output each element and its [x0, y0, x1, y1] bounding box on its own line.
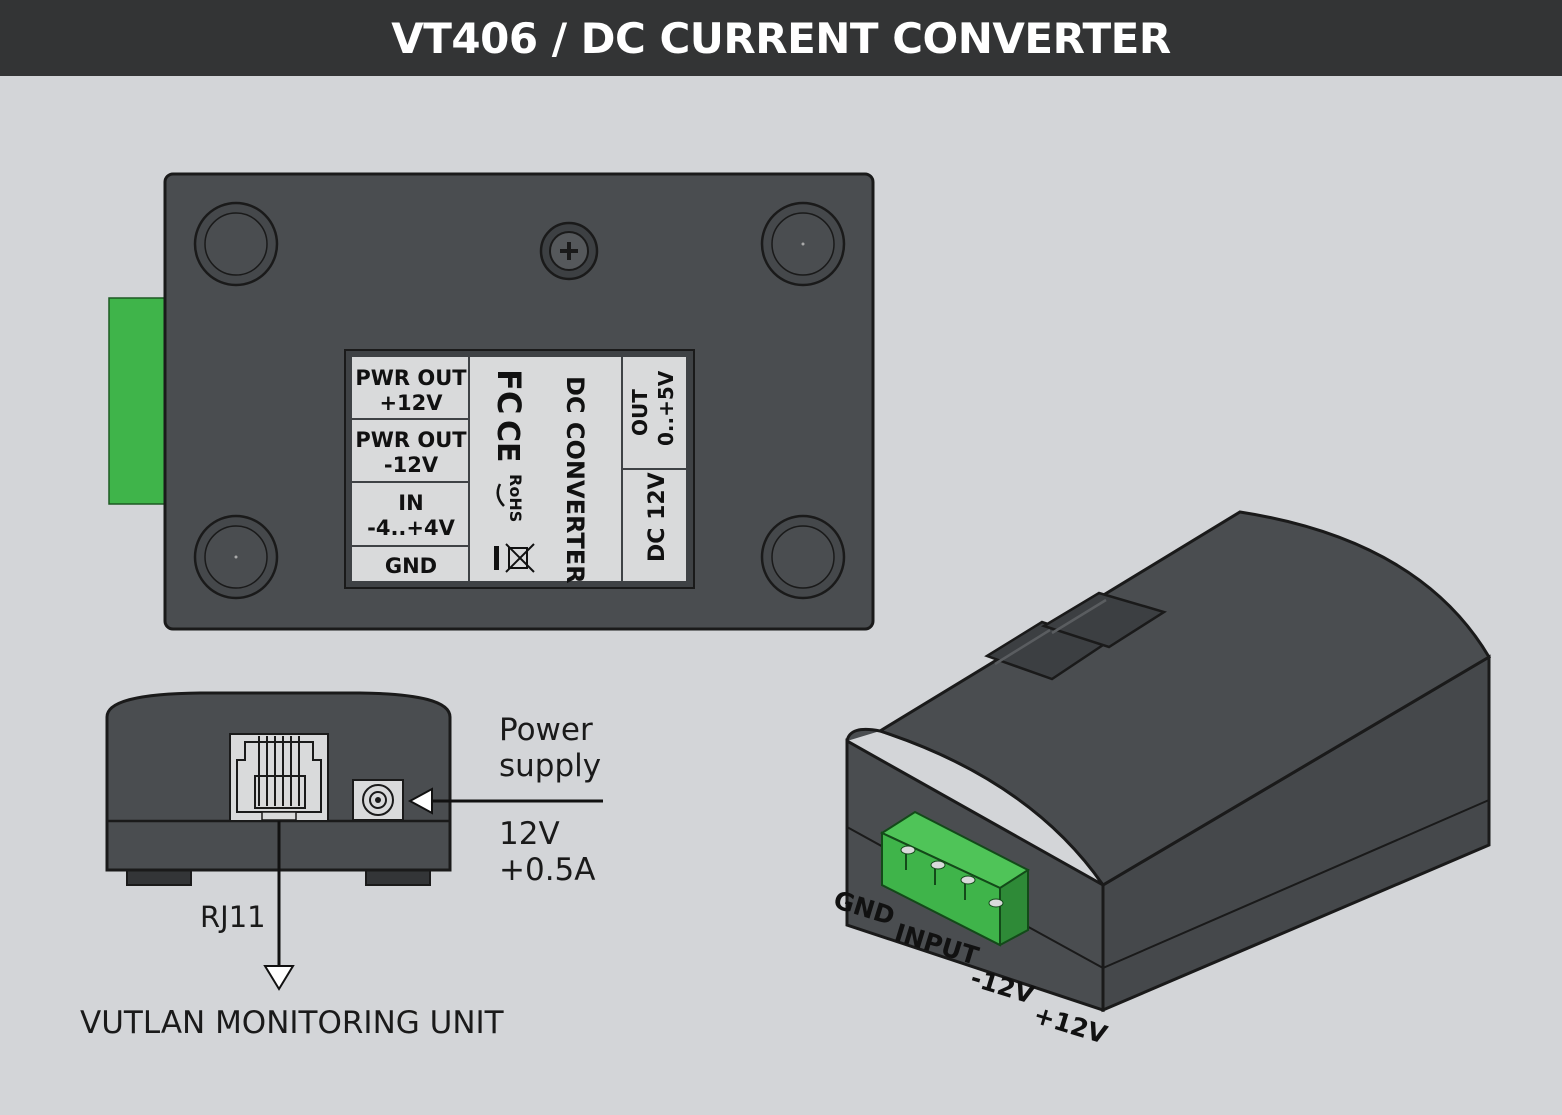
- weee-bin-icon: [494, 543, 535, 573]
- rohs-mark: RoHS: [506, 474, 525, 522]
- terminal-block-top-view: [108, 297, 168, 505]
- panel-row4-line1: GND: [385, 554, 437, 578]
- rubber-foot-bottom-right: [760, 514, 846, 600]
- fcc-mark-icon: FC: [490, 369, 528, 414]
- panel-row1-line2: +12V: [379, 391, 443, 415]
- label-panel: PWR OUT +12V PWR OUT -12V IN -4..+4V GND…: [344, 349, 695, 589]
- power-arrow-icon: [407, 787, 433, 815]
- top-view: PWR OUT +12V PWR OUT -12V IN -4..+4V GND…: [108, 172, 875, 631]
- title-bar: VT406 / DC CURRENT CONVERTER: [0, 0, 1562, 76]
- rj11-jack: [229, 733, 329, 822]
- power-label-line2: supply: [499, 748, 601, 784]
- side-view: Power supply 12V +0.5A RJ11 VUTLAN MONIT…: [80, 691, 603, 1041]
- power-spec-line1: 12V: [499, 816, 560, 852]
- power-jack-icon: [352, 779, 404, 821]
- panel-out-line1: OUT: [628, 389, 652, 436]
- page-title: VT406 / DC CURRENT CONVERTER: [391, 13, 1171, 63]
- rj11-arrow-icon: [263, 965, 295, 991]
- rohs-arrow-icon: [496, 483, 505, 507]
- rubber-foot-top-left: [193, 201, 279, 287]
- destination-label: VUTLAN MONITORING UNIT: [80, 1005, 505, 1041]
- panel-row3-line1: IN: [398, 491, 423, 515]
- ce-mark-icon: CE: [490, 420, 525, 463]
- rubber-foot-top-right: [760, 201, 846, 287]
- power-spec-line2: +0.5A: [499, 852, 595, 888]
- panel-row3-line2: -4..+4V: [367, 516, 455, 540]
- panel-dc12v: DC 12V: [645, 472, 670, 562]
- panel-row2-line1: PWR OUT: [355, 428, 467, 452]
- rubber-foot-bottom-left: [193, 514, 279, 600]
- isometric-view: GND INPUT -12V +12V: [830, 510, 1492, 1050]
- panel-row2-line2: -12V: [384, 453, 439, 477]
- terminal-block-iso: [879, 810, 1031, 947]
- panel-row1-line1: PWR OUT: [355, 366, 467, 390]
- power-label-line1: Power: [499, 712, 593, 748]
- rj11-label: RJ11: [200, 900, 266, 934]
- screw-icon: [539, 221, 599, 281]
- panel-out-line2: 0..+5V: [654, 370, 678, 446]
- panel-center-text: DC CONVERTER: [561, 376, 589, 584]
- device-diagram: PWR OUT +12V PWR OUT -12V IN -4..+4V GND…: [80, 172, 1492, 1050]
- vent-slots: [984, 591, 1167, 681]
